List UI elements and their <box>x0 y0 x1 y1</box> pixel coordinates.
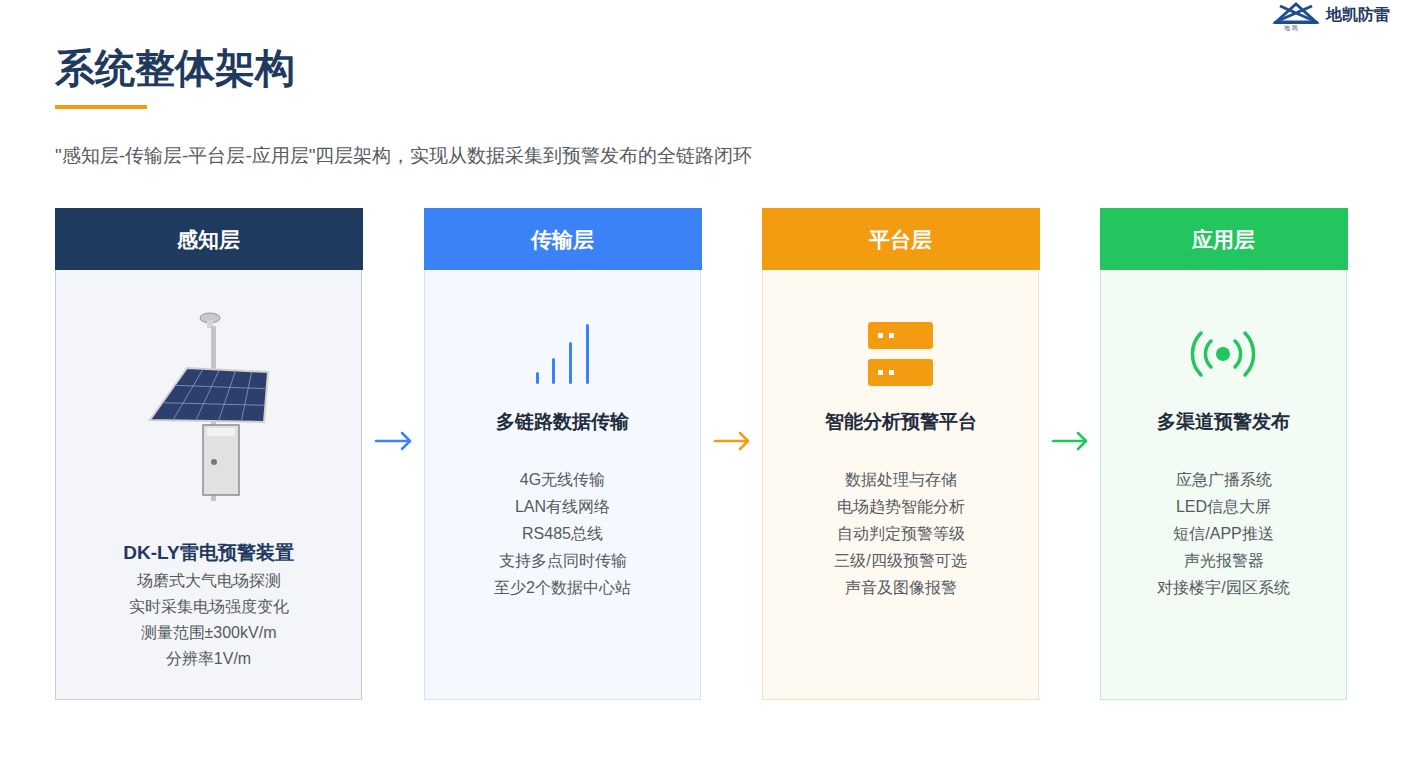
layer-card: 应用层多渠道预警发布应急广播系统 LED信息大屏短信/APP推送声光报警器对接楼宇… <box>1100 208 1347 700</box>
feature-item: 至少2个数据中心站 <box>425 576 700 600</box>
feature-item: 自动判定预警等级 <box>763 522 1038 546</box>
feature-item: 应急广播系统 <box>1101 468 1346 492</box>
layer-header: 感知层 <box>55 208 363 270</box>
component-title: 多渠道预警发布 <box>1101 409 1346 435</box>
brand-name: 地凯防雷 <box>1326 4 1390 26</box>
feature-item: LED信息大屏 <box>1101 495 1346 519</box>
layer-card: 平台层智能分析预警平台数据处理与存储电场趋势智能分析自动判定预警等级三级/四级预… <box>762 208 1039 700</box>
layer-name: 感知层 <box>55 227 363 253</box>
feature-item: 电场趋势智能分析 <box>763 495 1038 519</box>
layer-header: 平台层 <box>762 208 1040 270</box>
layer-name: 平台层 <box>762 227 1040 253</box>
feature-item: 场磨式大气电场探测 <box>56 569 361 593</box>
slide-title: 系统整体架构 <box>55 40 295 96</box>
feature-item: 数据处理与存储 <box>763 468 1038 492</box>
arrow-shaft <box>1053 440 1086 443</box>
title-underline <box>55 105 147 109</box>
arrow-head <box>402 433 410 449</box>
feature-item: 声光报警器 <box>1101 549 1346 573</box>
feature-item: RS485总线 <box>425 522 700 546</box>
layer-name: 应用层 <box>1100 227 1348 253</box>
layer-card: 感知层 DK-LY雷电预警装置场磨式大气电场探测实时采集电场强度变化测量范围±30… <box>55 208 362 700</box>
feature-item: 支持多点同时传输 <box>425 549 700 573</box>
layer-name: 传输层 <box>424 227 702 253</box>
feature-item: 三级/四级预警可选 <box>763 549 1038 573</box>
arrow-head <box>740 433 748 449</box>
flow-arrow <box>376 433 410 449</box>
arrow-head <box>1078 433 1086 449</box>
component-title: DK-LY雷电预警装置 <box>56 540 361 566</box>
feature-item: 测量范围±300kV/m <box>56 621 361 645</box>
layer-header: 应用层 <box>1100 208 1348 270</box>
component-title: 智能分析预警平台 <box>763 409 1038 435</box>
feature-item: 实时采集电场强度变化 <box>56 595 361 619</box>
logo-icon <box>1274 4 1318 24</box>
component-title: 多链路数据传输 <box>425 409 700 435</box>
feature-item: 4G无线传输 <box>425 468 700 492</box>
feature-item: 短信/APP推送 <box>1101 522 1346 546</box>
arrow-shaft <box>715 440 748 443</box>
slide-subtitle: "感知层-传输层-平台层-应用层"四层架构，实现从数据采集到预警发布的全链路闭环 <box>55 143 752 169</box>
feature-item: LAN有线网络 <box>425 495 700 519</box>
logo-text: 地 凯 <box>1284 24 1298 32</box>
layer-card: 传输层多链路数据传输 4G无线传输 LAN有线网络 RS485总线支持多点同时传输至少… <box>424 208 701 700</box>
feature-item: 分辨率1V/m <box>56 647 361 671</box>
flow-arrow <box>715 433 748 449</box>
flow-arrow <box>1053 433 1086 449</box>
feature-item: 声音及图像报警 <box>763 576 1038 600</box>
feature-item: 对接楼宇/园区系统 <box>1101 576 1346 600</box>
layer-header: 传输层 <box>424 208 702 270</box>
arrow-shaft <box>376 440 410 443</box>
